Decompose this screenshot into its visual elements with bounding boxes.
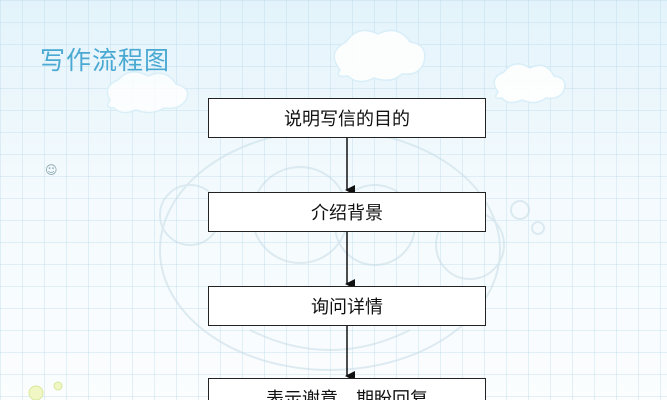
- flow-step-2: 介绍背景: [208, 192, 486, 232]
- flow-step-3: 询问详情: [208, 286, 486, 326]
- flow-step-4: 表示谢意，期盼回复: [208, 378, 486, 400]
- flow-step-1: 说明写信的目的: [208, 98, 486, 138]
